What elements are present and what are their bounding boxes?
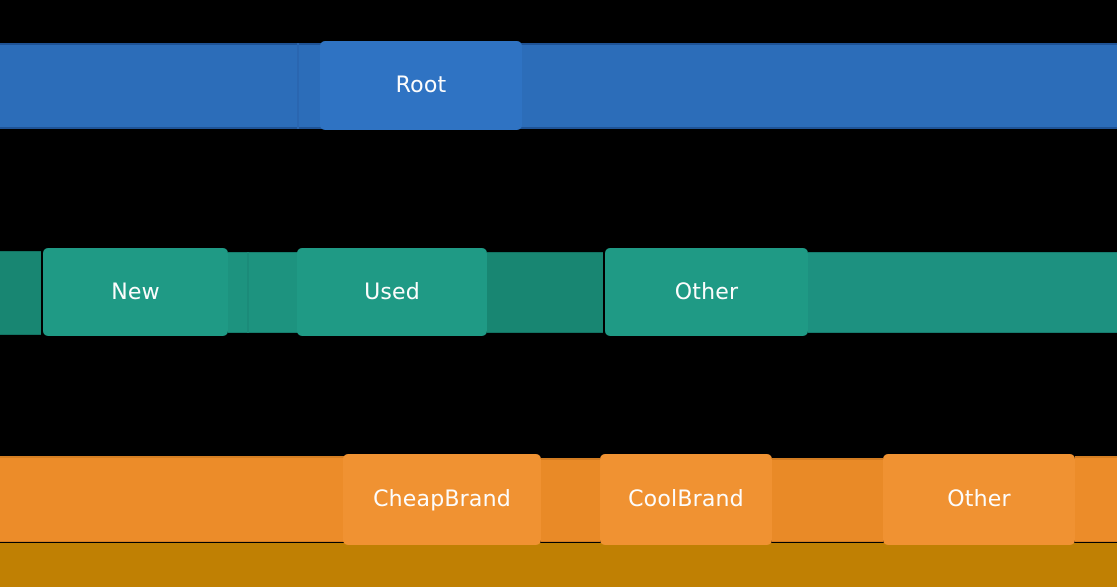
level1-band <box>0 43 1117 129</box>
level2-band-right <box>808 252 1117 333</box>
node-used-label: Used <box>364 279 420 305</box>
level2-dark-segment-middle <box>487 252 603 333</box>
node-coolbrand[interactable]: CoolBrand <box>600 454 772 545</box>
level2-dark-segment-left <box>0 251 41 335</box>
level3-band-right <box>1075 456 1117 542</box>
node-cheapbrand-label: CheapBrand <box>373 487 511 512</box>
node-root-label: Root <box>395 73 447 98</box>
node-new[interactable]: New <box>43 248 228 336</box>
node-other-level2[interactable]: Other <box>605 248 808 336</box>
level3-band-middle-1 <box>541 458 600 542</box>
node-other-level2-label: Other <box>674 279 739 305</box>
level3-band-left <box>0 456 345 542</box>
node-new-label: New <box>111 279 160 305</box>
level3-band-middle-2 <box>772 458 883 542</box>
node-other-level3[interactable]: Other <box>883 454 1075 545</box>
node-root[interactable]: Root <box>320 41 522 130</box>
level1-seam <box>297 43 299 129</box>
node-coolbrand-label: CoolBrand <box>628 487 744 512</box>
node-used[interactable]: Used <box>297 248 487 336</box>
level2-seam <box>247 252 249 333</box>
footer-strip <box>0 543 1117 587</box>
node-cheapbrand[interactable]: CheapBrand <box>343 454 541 545</box>
node-other-level3-label: Other <box>947 487 1011 512</box>
